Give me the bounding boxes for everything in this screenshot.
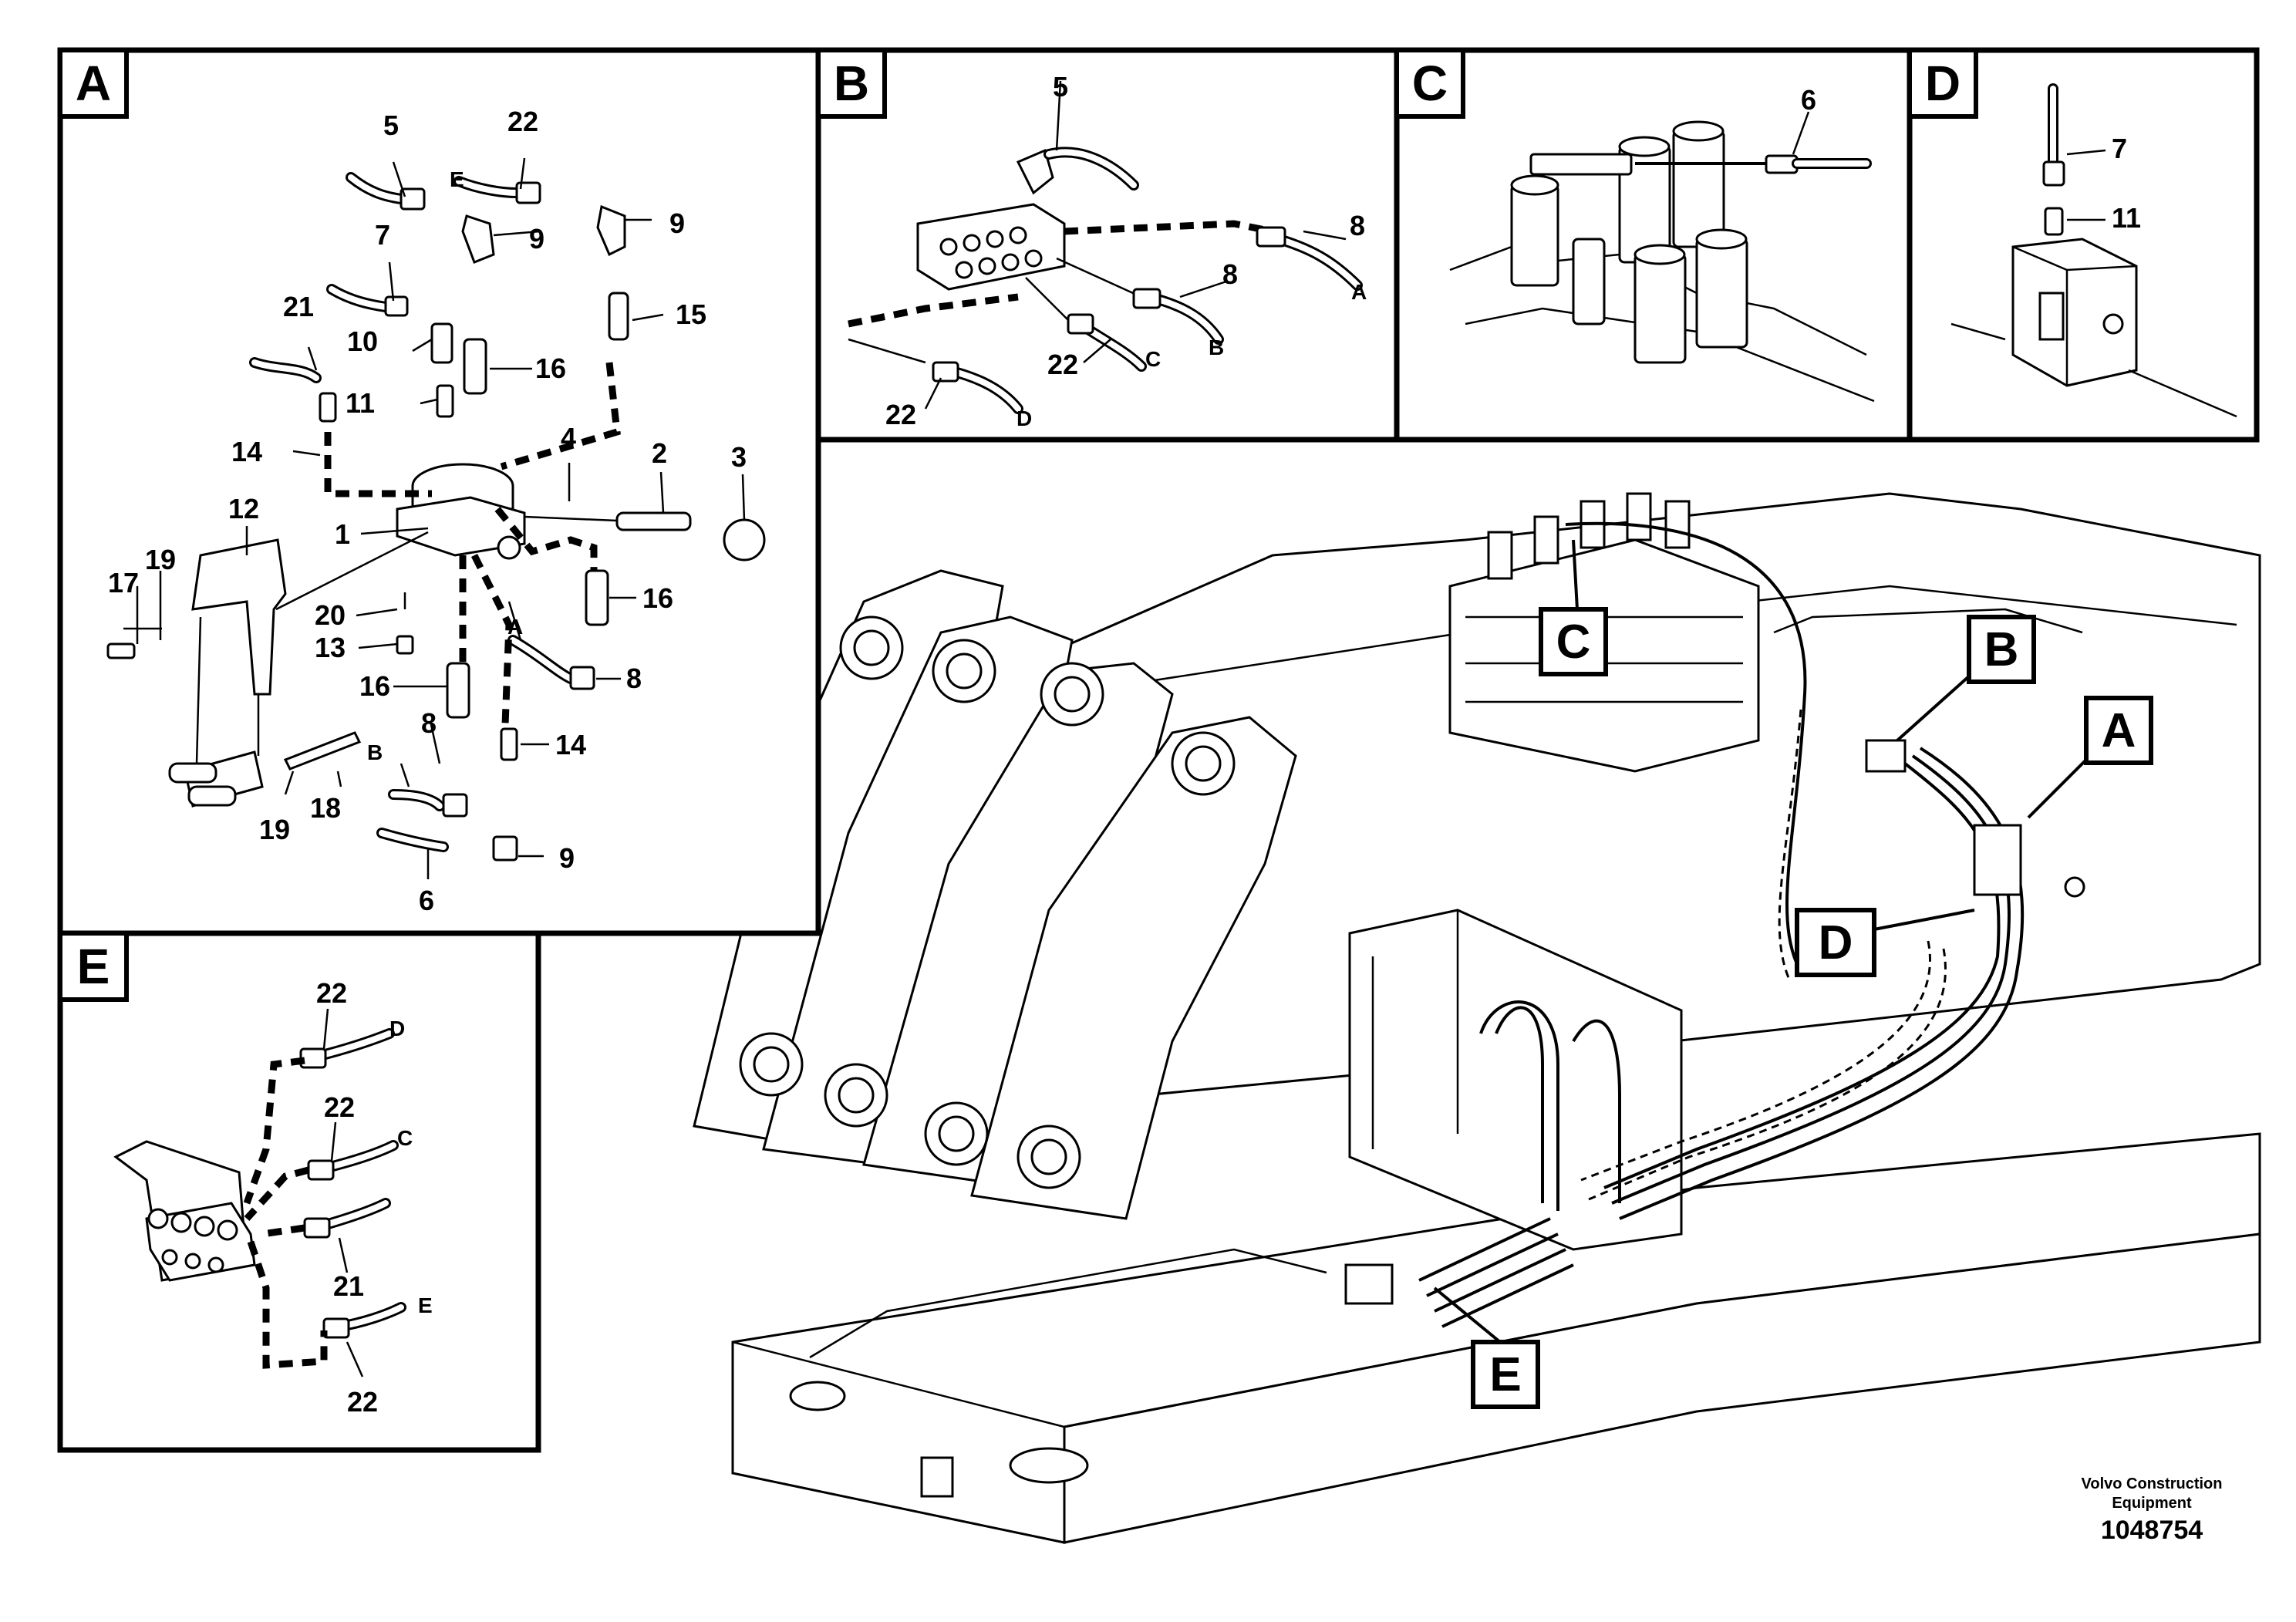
panel-b-labels: 5 8 A 8 B 22 C 22 D — [885, 71, 1367, 430]
brand-line-1: Volvo Construction — [2082, 1475, 2223, 1492]
label-a-17: 17 — [108, 567, 139, 599]
label-e-E: E — [418, 1293, 433, 1317]
label-a-20: 20 — [315, 599, 346, 631]
label-b-22-bottom: 22 — [885, 399, 916, 430]
label-e-22-mid: 22 — [324, 1091, 355, 1123]
label-a-A: A — [507, 615, 523, 639]
label-a-15: 15 — [676, 298, 706, 330]
panel-e-labels: 22 D 22 C 21 E 22 — [316, 977, 433, 1418]
callout-b: B — [1967, 615, 2036, 684]
document-number: 1048754 — [2101, 1516, 2203, 1545]
label-a-12: 12 — [228, 493, 259, 524]
label-a-5: 5 — [383, 110, 399, 141]
hose-support-box — [1348, 909, 1683, 1251]
label-b-22-mid: 22 — [1047, 349, 1078, 380]
label-a-11: 11 — [346, 387, 375, 419]
label-a-4: 4 — [561, 422, 576, 454]
label-b-A: A — [1351, 280, 1367, 304]
label-a-B: B — [367, 740, 383, 764]
label-a-10: 10 — [347, 325, 378, 357]
panel-e-drawing — [113, 1008, 406, 1378]
svg-text:A: A — [2102, 704, 2136, 757]
label-a-1: 1 — [335, 518, 350, 550]
label-b-8-mid: 8 — [1222, 258, 1238, 290]
panel-tab-a: A — [58, 48, 129, 119]
label-a-21: 21 — [283, 291, 314, 322]
label-d-11: 11 — [2112, 202, 2141, 234]
label-a-7: 7 — [375, 219, 390, 251]
label-b-D: D — [1017, 406, 1032, 430]
label-a-14-top: 14 — [231, 436, 262, 467]
callout-a: A — [2084, 696, 2153, 765]
label-a-6: 6 — [419, 885, 434, 916]
label-a-22: 22 — [507, 106, 538, 137]
brand-line-2: Equipment — [2112, 1495, 2192, 1512]
label-a-E: E — [450, 167, 464, 191]
label-a-19-top: 19 — [145, 544, 176, 575]
panel-tab-d: D — [1907, 48, 1978, 119]
label-d-7: 7 — [2112, 133, 2127, 164]
label-e-C: C — [397, 1126, 413, 1150]
footer: Volvo Construction Equipment 1048754 — [2082, 1475, 2223, 1545]
label-a-3: 3 — [731, 441, 747, 473]
panel-c-drawing — [1449, 111, 1875, 403]
label-e-21: 21 — [333, 1270, 364, 1302]
svg-text:D: D — [1925, 56, 1961, 111]
label-a-2: 2 — [652, 437, 667, 469]
svg-text:B: B — [1984, 623, 2019, 676]
label-a-9-bottom: 9 — [559, 842, 575, 874]
panel-tab-b: B — [816, 48, 887, 119]
main-machine-view — [693, 492, 2261, 1544]
label-a-8-left: 8 — [421, 707, 437, 739]
panel-tab-c: C — [1394, 48, 1465, 119]
svg-text:E: E — [77, 939, 110, 994]
label-a-9-left: 9 — [529, 223, 544, 255]
label-b-5: 5 — [1053, 71, 1068, 103]
svg-text:C: C — [1412, 56, 1448, 111]
label-e-22-bottom: 22 — [347, 1386, 378, 1418]
label-a-16-top: 16 — [535, 352, 566, 384]
callout-e: E — [1471, 1340, 1540, 1409]
boom-foot-brackets — [693, 569, 1297, 1220]
panel-e-frame — [57, 930, 541, 1453]
label-b-8-top: 8 — [1350, 210, 1365, 241]
label-b-B: B — [1209, 336, 1224, 359]
svg-text:B: B — [834, 56, 869, 111]
label-a-19-bottom: 19 — [259, 814, 290, 845]
callout-c: C — [1539, 607, 1608, 676]
panel-b-drawing — [848, 80, 1363, 414]
panel-a-drawing — [106, 157, 766, 879]
callout-d: D — [1795, 908, 1876, 977]
svg-text:A: A — [76, 56, 111, 111]
panel-d-labels: 7 11 — [2112, 133, 2141, 234]
label-a-18: 18 — [310, 792, 341, 824]
label-e-22-top: 22 — [316, 977, 347, 1009]
label-a-16-left: 16 — [359, 670, 390, 702]
svg-text:C: C — [1556, 615, 1591, 669]
label-e-D: D — [389, 1017, 405, 1040]
label-c-6: 6 — [1801, 84, 1816, 116]
label-a-13: 13 — [315, 632, 346, 663]
label-a-14-bottom: 14 — [555, 729, 586, 760]
panel-b-frame — [815, 47, 1400, 443]
label-a-9-right: 9 — [669, 207, 685, 239]
label-b-C: C — [1145, 347, 1161, 371]
panel-c-labels: 6 — [1801, 84, 1816, 116]
panel-tab-e: E — [58, 931, 129, 1002]
panel-a-labels: 5 22 E 9 9 7 21 10 15 16 11 14 4 2 3 12 … — [108, 106, 747, 916]
svg-text:D: D — [1819, 916, 1853, 969]
svg-text:E: E — [1489, 1348, 1521, 1401]
main-view-hoses — [1344, 521, 2085, 1328]
panel-d-drawing — [1950, 83, 2237, 418]
label-a-16-right: 16 — [642, 582, 673, 614]
label-a-8-right: 8 — [626, 663, 642, 694]
